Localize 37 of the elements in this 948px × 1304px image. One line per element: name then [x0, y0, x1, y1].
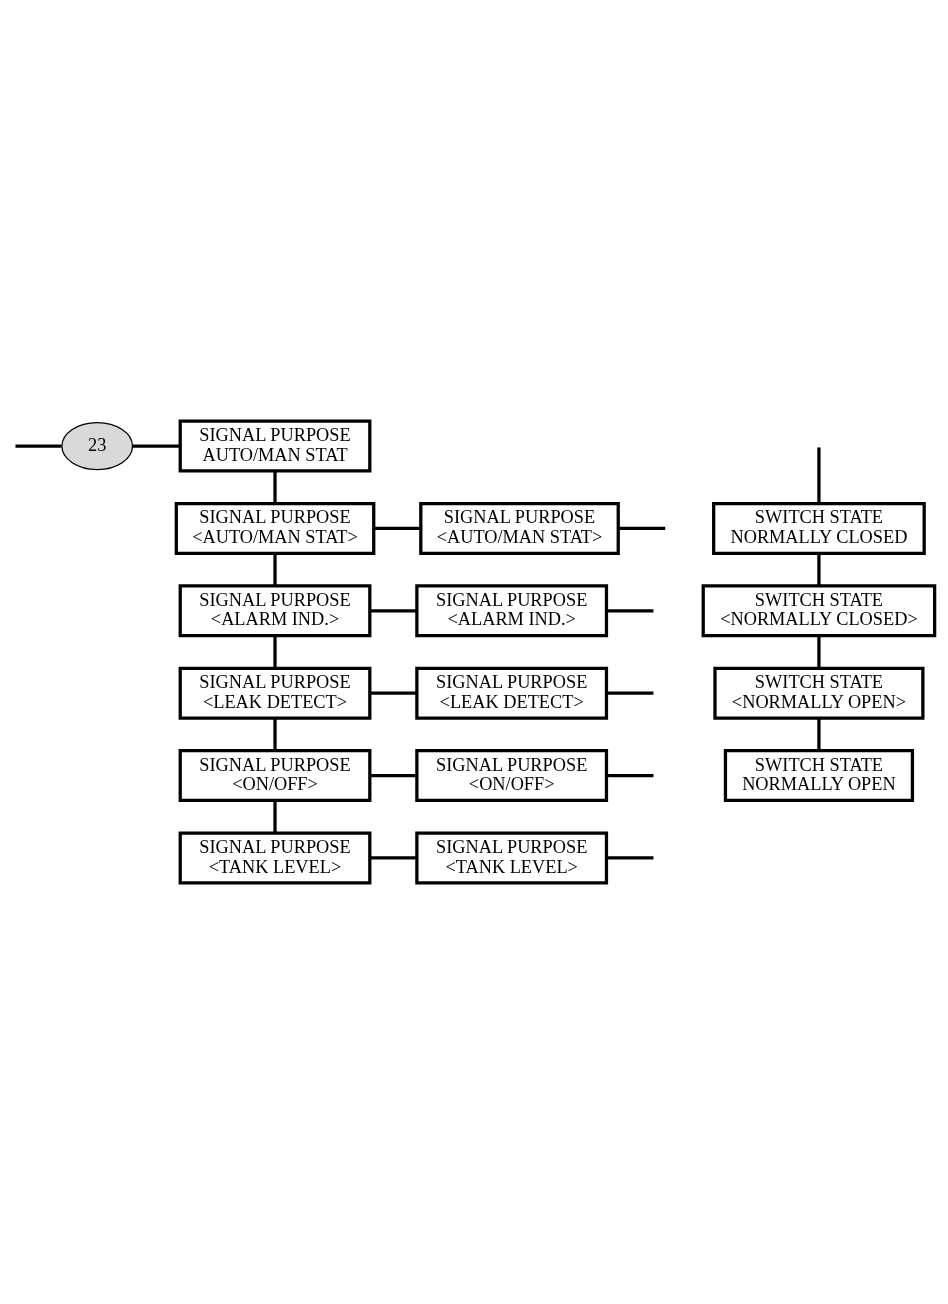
connector — [272, 553, 277, 586]
connector — [369, 691, 417, 695]
connector — [606, 773, 653, 778]
node-box: SIGNAL PURPOSE <TANK LEVEL> — [178, 831, 371, 885]
node-box: SIGNAL PURPOSE <ON/OFF> — [178, 749, 371, 803]
node-box: SIGNAL PURPOSE AUTO/MAN STAT — [178, 419, 371, 473]
connector — [816, 718, 821, 751]
connector — [618, 526, 665, 531]
connector — [132, 444, 180, 448]
node-box: SIGNAL PURPOSE <TANK LEVEL> — [414, 831, 608, 885]
node-box: SIGNAL PURPOSE <LEAK DETECT> — [414, 666, 608, 720]
connector — [606, 691, 653, 695]
connector — [369, 773, 417, 778]
node-box: SWITCH STATE NORMALLY OPEN — [723, 749, 914, 803]
node-box: SIGNAL PURPOSE <AUTO/MAN STAT> — [418, 501, 620, 555]
connector — [272, 718, 277, 751]
node-box: SIGNAL PURPOSE <ALARM IND.> — [178, 584, 371, 638]
node-ellipse: 23 — [60, 421, 133, 471]
node-box: SIGNAL PURPOSE <ON/OFF> — [414, 749, 608, 803]
connector — [272, 636, 277, 668]
connector — [816, 447, 821, 504]
node-box: SIGNAL PURPOSE <AUTO/MAN STAT> — [174, 501, 375, 555]
node-box: SWITCH STATE <NORMALLY OPEN> — [712, 666, 924, 720]
connector — [816, 636, 821, 668]
connector — [816, 553, 821, 586]
connector — [606, 856, 653, 860]
connector — [369, 856, 417, 860]
connector — [14, 444, 61, 448]
node-box: SIGNAL PURPOSE <LEAK DETECT> — [178, 666, 371, 720]
connector — [272, 800, 277, 833]
connector — [373, 526, 421, 531]
connector — [606, 609, 653, 613]
connector — [369, 609, 417, 613]
node-box: SIGNAL PURPOSE <ALARM IND.> — [414, 584, 608, 638]
node-box: SWITCH STATE NORMALLY CLOSED — [711, 501, 926, 555]
connector — [272, 471, 277, 504]
node-box: SWITCH STATE <NORMALLY CLOSED> — [701, 584, 936, 638]
